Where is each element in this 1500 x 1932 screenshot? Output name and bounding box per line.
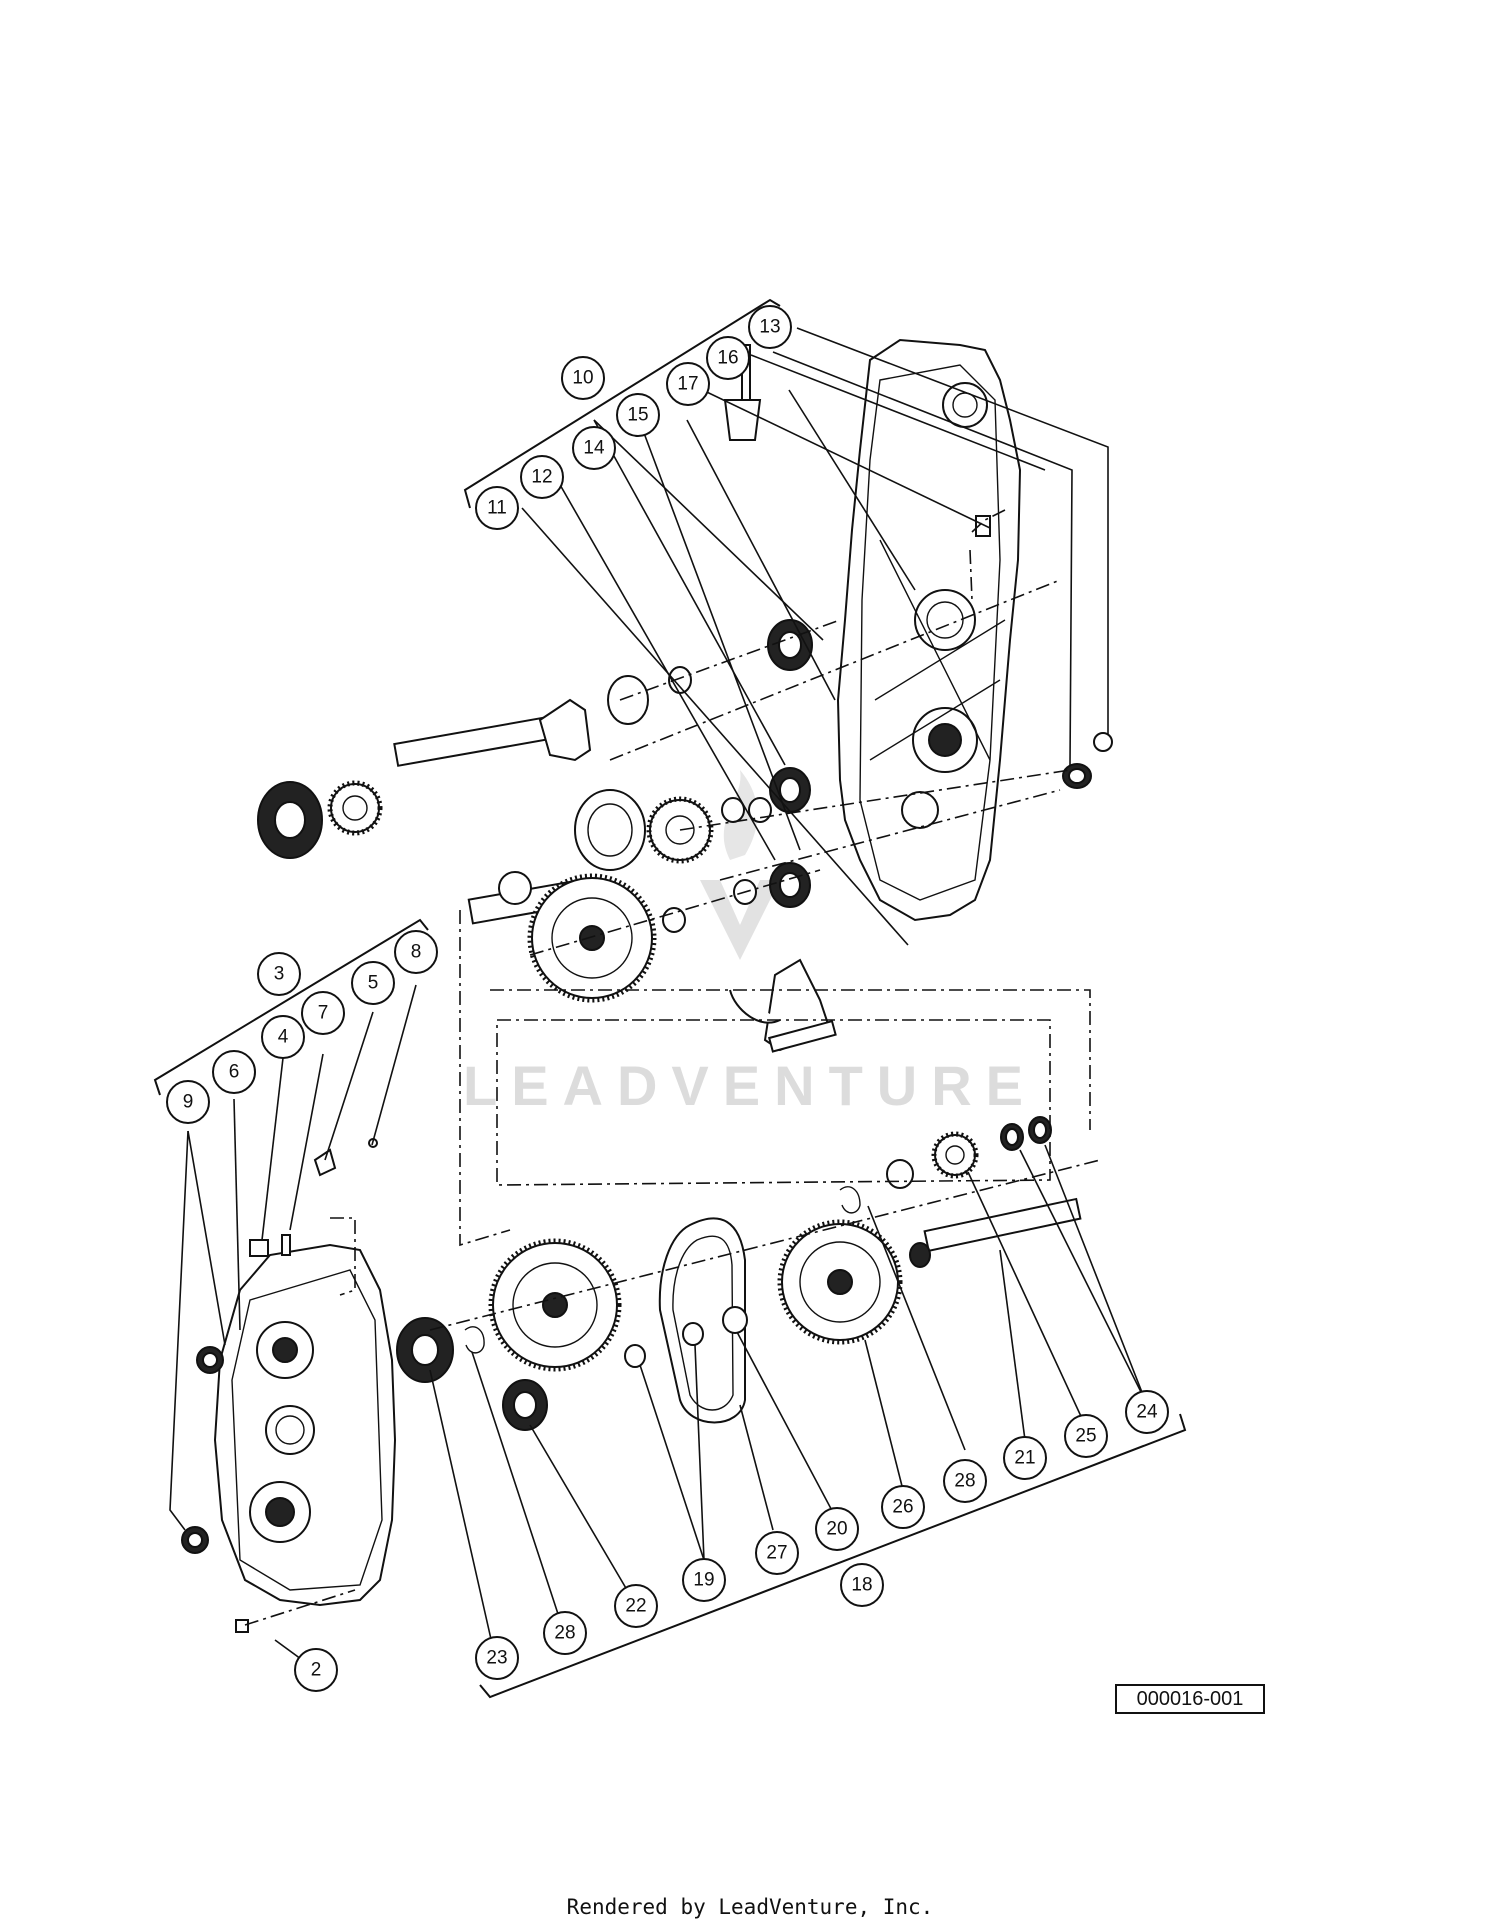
callout-14: 14: [572, 426, 616, 470]
svg-text:24: 24: [1136, 1402, 1158, 1423]
callout-2: 2: [294, 1648, 338, 1692]
callout-21: 21: [1003, 1436, 1047, 1480]
callout-28a: 28: [543, 1611, 587, 1655]
callout-23: 23: [475, 1636, 519, 1680]
svg-text:23: 23: [486, 1648, 507, 1669]
callout-5: 5: [351, 961, 395, 1005]
assembly-brackets: [153, 298, 1187, 1699]
svg-text:3: 3: [274, 964, 285, 985]
svg-text:27: 27: [766, 1543, 787, 1564]
svg-text:19: 19: [693, 1570, 714, 1591]
leadventure-watermark: LEADVENTURE: [463, 770, 1037, 1117]
svg-text:22: 22: [625, 1596, 646, 1617]
callout-12: 12: [520, 455, 564, 499]
callout-8: 8: [394, 930, 438, 974]
upper-housing-assembly: [257, 338, 1113, 1053]
leader-lines: [169, 327, 1146, 1671]
svg-text:26: 26: [892, 1497, 913, 1518]
callout-28b: 28: [943, 1459, 987, 1503]
svg-text:2: 2: [311, 1660, 322, 1681]
svg-text:6: 6: [229, 1062, 240, 1083]
svg-text:7: 7: [318, 1003, 329, 1024]
footer-credit: Rendered by LeadVenture, Inc.: [566, 1895, 934, 1919]
svg-text:13: 13: [759, 317, 780, 338]
svg-text:28: 28: [954, 1471, 975, 1492]
callout-13: 13: [748, 305, 792, 349]
bracket-18: [479, 1413, 1187, 1699]
svg-text:21: 21: [1014, 1448, 1035, 1469]
callout-26: 26: [881, 1485, 925, 1529]
callout-6: 6: [212, 1050, 256, 1094]
svg-text:20: 20: [826, 1519, 847, 1540]
svg-text:14: 14: [583, 438, 605, 459]
callout-7: 7: [301, 991, 345, 1035]
lower-housing-assembly: [181, 1116, 1082, 1633]
callout-24: 24: [1125, 1390, 1169, 1434]
svg-text:28: 28: [554, 1623, 575, 1644]
svg-text:9: 9: [183, 1092, 194, 1113]
alignment-lines: [244, 509, 1101, 1626]
callout-19: 19: [682, 1558, 726, 1602]
svg-text:4: 4: [278, 1027, 289, 1048]
svg-text:10: 10: [572, 368, 593, 389]
callout-10: 10: [561, 356, 605, 400]
watermark-text: LEADVENTURE: [463, 1054, 1037, 1117]
svg-text:16: 16: [717, 348, 738, 369]
svg-text:15: 15: [627, 405, 648, 426]
callout-25: 25: [1064, 1414, 1108, 1458]
callout-17: 17: [666, 362, 710, 406]
svg-text:18: 18: [851, 1575, 872, 1596]
svg-text:17: 17: [677, 374, 698, 395]
svg-text:25: 25: [1075, 1426, 1096, 1447]
callout-3: 3: [257, 952, 301, 996]
svg-text:8: 8: [411, 942, 422, 963]
bracket-10: [463, 298, 781, 509]
svg-text:12: 12: [531, 467, 552, 488]
callout-4: 4: [261, 1015, 305, 1059]
callout-11: 11: [475, 486, 519, 530]
svg-text:5: 5: [368, 973, 379, 994]
reference-number: 000016-001: [1115, 1684, 1265, 1714]
callout-9: 9: [166, 1080, 210, 1124]
callout-22: 22: [614, 1584, 658, 1628]
callout-16: 16: [706, 336, 750, 380]
bracket-3: [153, 918, 429, 1096]
callout-18: 18: [840, 1563, 884, 1607]
callout-27: 27: [755, 1531, 799, 1575]
svg-text:11: 11: [487, 498, 507, 519]
callout-20: 20: [815, 1507, 859, 1551]
callout-15: 15: [616, 393, 660, 437]
